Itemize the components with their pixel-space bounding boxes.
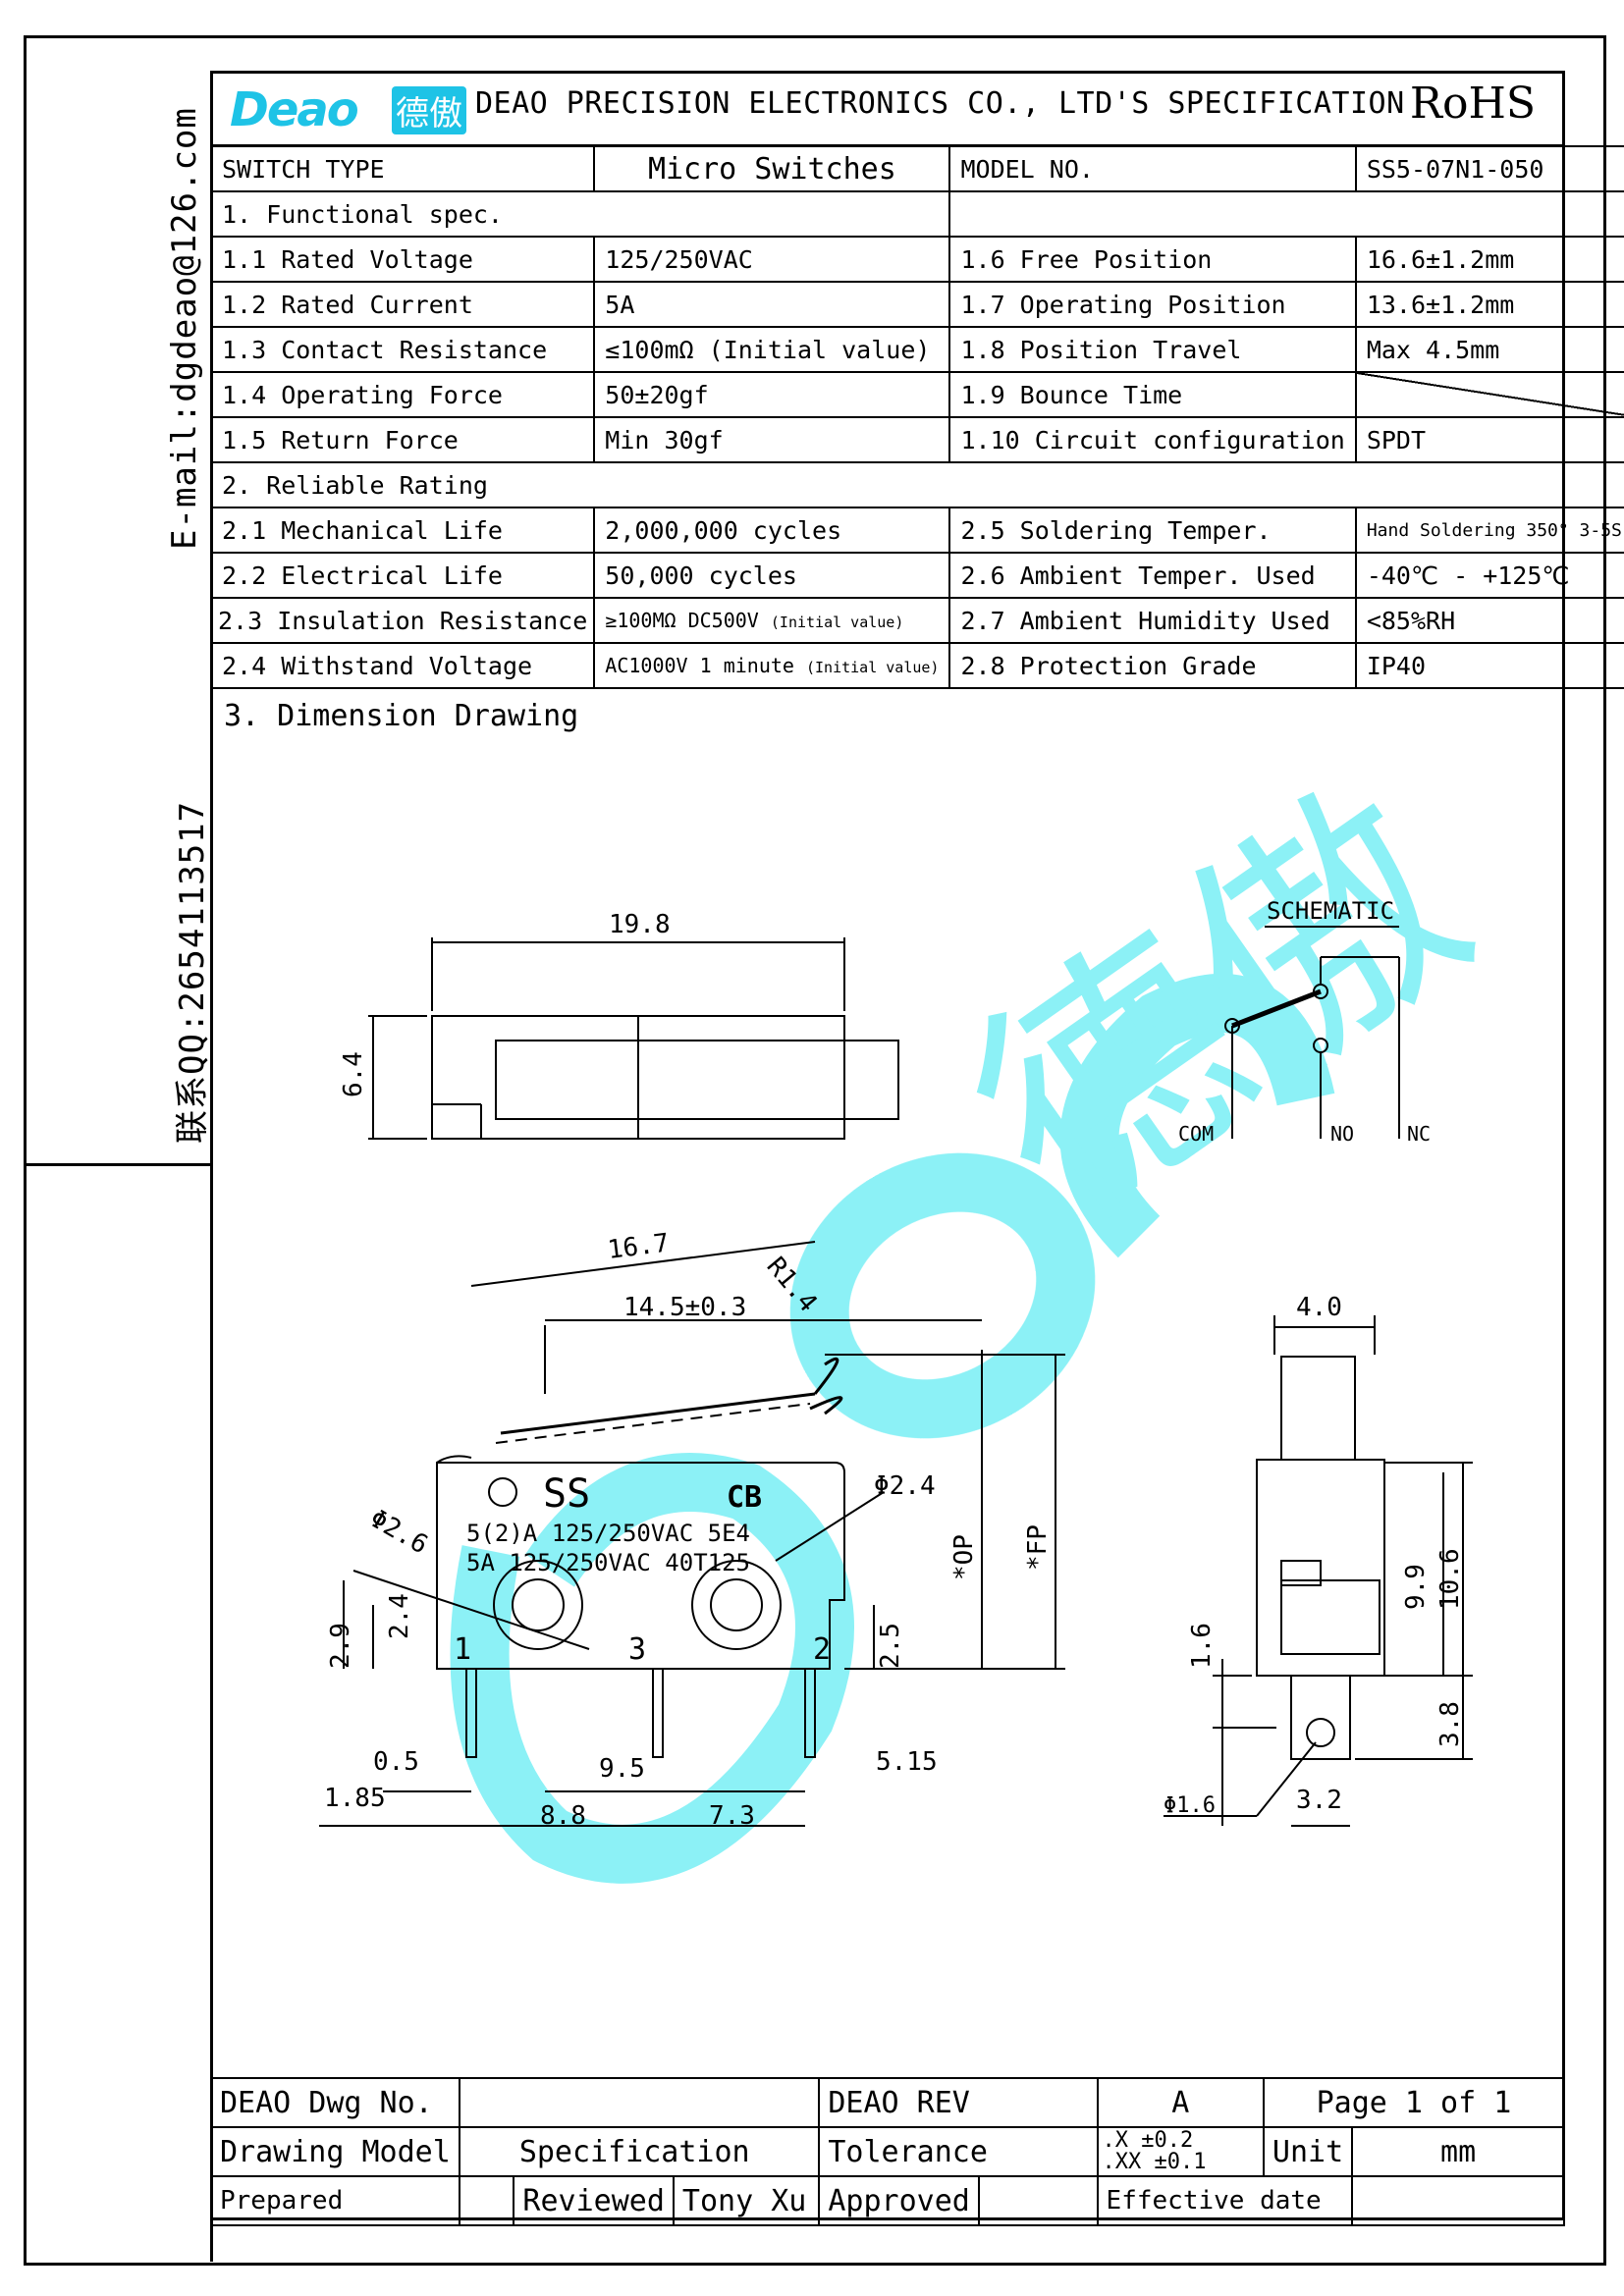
functional-title: 1. Functional spec.: [209, 190, 951, 238]
dim-fp: *FP: [1023, 1524, 1053, 1571]
rev-label: DEAO REV: [818, 2077, 1099, 2128]
dim-7-3: 7.3: [709, 1801, 755, 1831]
body-brand: SS: [543, 1471, 590, 1517]
switch-type-label: SWITCH TYPE: [209, 145, 596, 192]
dwg-label: DEAO Dwg No.: [210, 2077, 460, 2128]
terminal-1: 1: [454, 1632, 471, 1667]
dim-phi-2-4: Φ2.4: [874, 1471, 936, 1501]
table-row: 2.1 Mechanical Life 2,000,000 cycles 2.5…: [209, 507, 1624, 554]
body-cert: CB: [727, 1480, 762, 1515]
dim-top-height: 6.4: [339, 1051, 368, 1097]
dim-5-15: 5.15: [876, 1747, 938, 1777]
dim-2-9: 2.9: [326, 1623, 355, 1669]
dim-10-6: 10.6: [1435, 1548, 1465, 1610]
model-label: MODEL NO.: [948, 145, 1357, 192]
sidebar-separator: [24, 1163, 212, 1166]
dim-3-2: 3.2: [1296, 1786, 1342, 1815]
effective-date-label: Effective date: [1096, 2175, 1354, 2226]
model-value: SS5-07N1-050: [1354, 145, 1624, 192]
rev-value: A: [1096, 2077, 1265, 2128]
table-row: 1.5 Return Force Min 30gf 1.10 Circuit c…: [209, 416, 1624, 463]
dim-16-7: 16.7: [606, 1229, 671, 1265]
company-logo: Deao: [230, 82, 359, 137]
unit-label: Unit: [1262, 2126, 1354, 2177]
reliable-title: 2. Reliable Rating: [210, 461, 1624, 508]
table-row: 1.3 Contact Resistance ≤100mΩ (Initial v…: [209, 326, 1624, 373]
switch-type-value: Micro Switches: [593, 145, 951, 192]
schematic-no: NO: [1330, 1122, 1354, 1146]
dim-14-5: 14.5±0.3: [623, 1293, 746, 1322]
bounce-time-value: [1354, 371, 1624, 418]
dim-phi-2-6: Φ2.6: [365, 1504, 433, 1560]
tolerance-label: Tolerance: [818, 2126, 1099, 2177]
table-row: 1.1 Rated Voltage 125/250VAC 1.6 Free Po…: [209, 236, 1624, 283]
dim-4-0: 4.0: [1296, 1293, 1342, 1322]
unit-value: mm: [1351, 2126, 1565, 2177]
header-bar: Deao 德傲 DEAO PRECISION ELECTRONICS CO., …: [210, 71, 1565, 147]
dim-2-4: 2.4: [385, 1593, 414, 1639]
dim-3-8: 3.8: [1435, 1701, 1465, 1747]
table-row: 2.2 Electrical Life 50,000 cycles 2.6 Am…: [209, 552, 1624, 599]
dim-1-6: 1.6: [1187, 1623, 1217, 1669]
schematic-nc: NC: [1407, 1122, 1431, 1146]
dimension-drawing-title: 3. Dimension Drawing: [224, 699, 579, 733]
dim-9-9: 9.9: [1401, 1564, 1431, 1610]
reviewed-label: Reviewed: [513, 2175, 675, 2226]
body-line1: 5(2)A 125/250VAC 5E4: [466, 1520, 750, 1547]
rohs-mark: RoHS: [1409, 79, 1536, 129]
table-row: 1.2 Rated Current 5A 1.7 Operating Posit…: [209, 281, 1624, 328]
dim-phi-1-6: Φ1.6: [1164, 1793, 1216, 1818]
dim-0-5: 0.5: [373, 1747, 419, 1777]
body-line2: 5A 125/250VAC 40T125: [466, 1549, 750, 1576]
company-title: DEAO PRECISION ELECTRONICS CO., LTD'S SP…: [475, 86, 1405, 121]
table-row: 1.4 Operating Force 50±20gf 1.9 Bounce T…: [209, 371, 1624, 418]
dim-op: *OP: [949, 1534, 979, 1580]
spec-table: SWITCH TYPE Micro Switches MODEL NO. SS5…: [209, 145, 1624, 689]
drawing-model-value: Specification: [458, 2126, 821, 2177]
title-block: DEAO Dwg No. DEAO REV A Page 1 of 1 Draw…: [210, 2077, 1566, 2226]
drawing-model-label: Drawing Model: [210, 2126, 460, 2177]
dim-1-85: 1.85: [324, 1784, 386, 1813]
company-logo-cn: 德傲: [392, 86, 466, 134]
dim-8-8: 8.8: [540, 1801, 586, 1831]
dim-9-5: 9.5: [599, 1754, 645, 1784]
ground-icon: [488, 1477, 517, 1507]
page-number: Page 1 of 1: [1262, 2077, 1566, 2128]
terminal-3: 3: [628, 1632, 646, 1667]
table-row: 2.4 Withstand Voltage AC1000V 1 minute (…: [209, 642, 1624, 689]
prepared-label: Prepared: [210, 2175, 460, 2226]
approved-label: Approved: [818, 2175, 980, 2226]
reviewer-name: Tony Xu: [672, 2175, 821, 2226]
schematic-com: COM: [1178, 1122, 1214, 1146]
dim-2-5: 2.5: [876, 1623, 905, 1669]
table-row: 2.3 Insulation Resistance ≥100MΩ DC500V …: [209, 597, 1624, 644]
terminal-2: 2: [813, 1632, 831, 1667]
schematic-title: SCHEMATIC: [1267, 897, 1394, 925]
outer-frame: [24, 35, 1606, 2266]
dim-top-width: 19.8: [609, 910, 671, 939]
